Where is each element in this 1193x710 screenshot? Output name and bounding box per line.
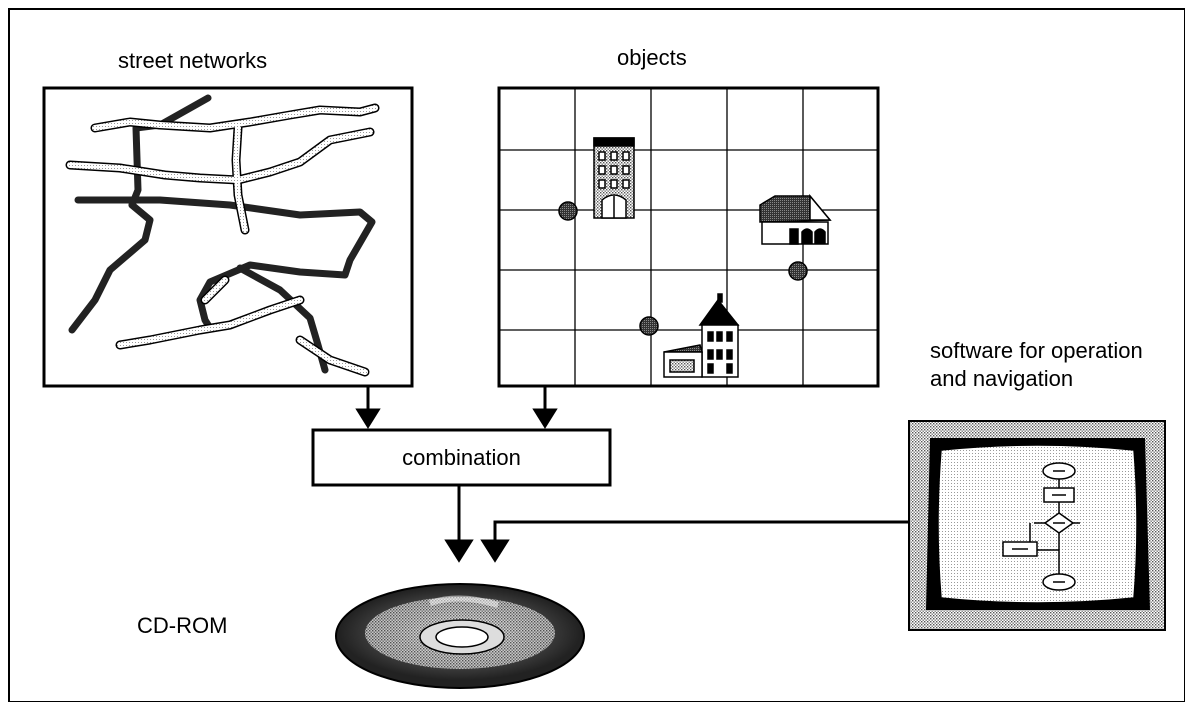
objects-label: objects — [617, 45, 687, 70]
diagram-frame — [8, 8, 1185, 702]
street-networks-label: street networks — [118, 48, 268, 73]
combination-label: combination — [402, 445, 521, 470]
arrows-to-cdrom — [444, 485, 910, 563]
poi-marker-icon — [558, 201, 808, 336]
house-icon — [759, 193, 832, 245]
street-networks-panel — [42, 86, 414, 388]
cdrom-label: CD-ROM — [137, 613, 228, 638]
software-label-line1: software for operation — [930, 338, 1143, 363]
street-map-icon — [65, 94, 380, 377]
villa-icon — [663, 293, 740, 378]
monitor-icon — [908, 420, 1166, 631]
flowchart-icon — [1002, 462, 1080, 591]
cd-rom-icon — [335, 583, 585, 689]
combination-box — [311, 428, 612, 487]
software-label-line2: and navigation — [930, 366, 1074, 391]
office-building-icon — [593, 137, 635, 219]
objects-panel — [497, 86, 880, 388]
arrows — [355, 386, 558, 429]
